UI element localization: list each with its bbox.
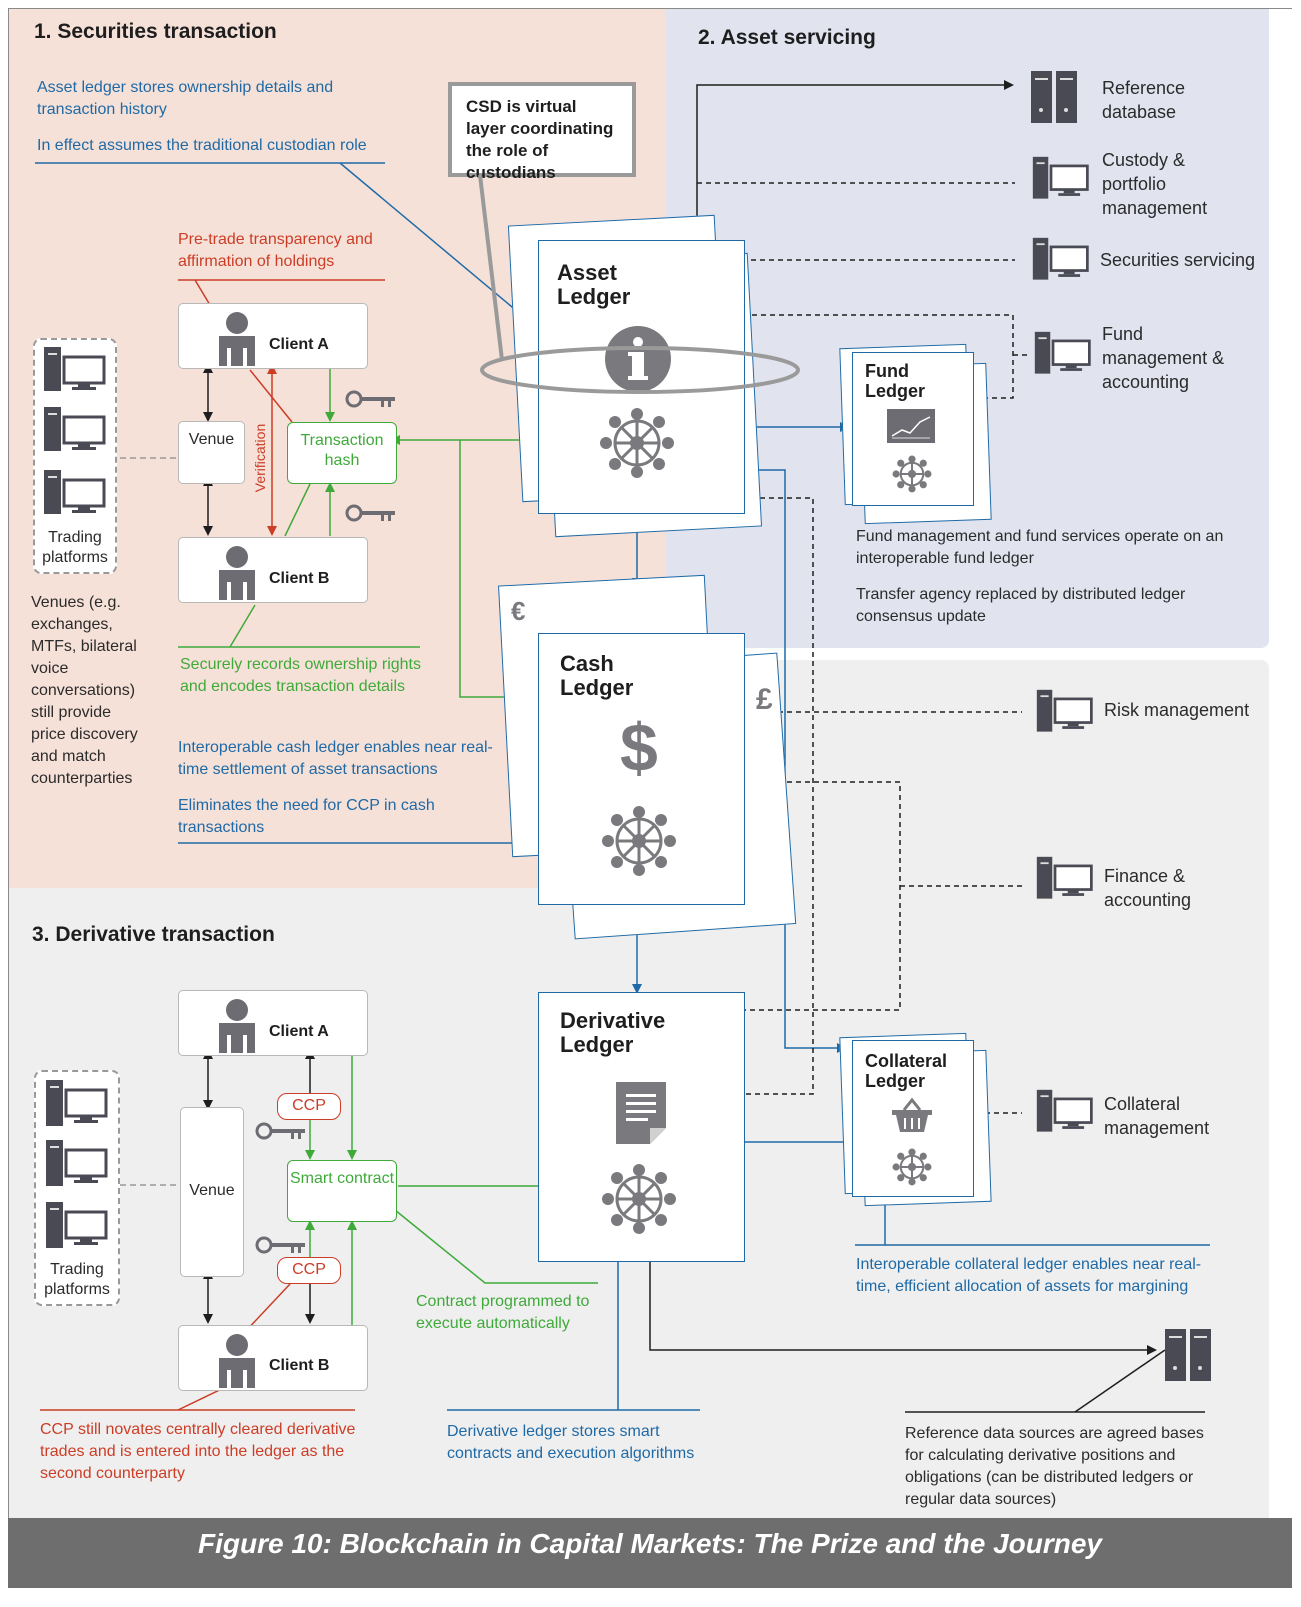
client-a-label-1: Client A: [269, 336, 329, 353]
person-icon: [219, 1334, 255, 1388]
computer-icon: [1032, 156, 1089, 199]
cash-ledger-card[interactable]: [538, 633, 745, 905]
ccp-box-top[interactable]: CCP: [277, 1093, 341, 1120]
person-icon: [219, 312, 255, 366]
server-icon: [1031, 71, 1077, 123]
note-interoperable-cash: Interoperable cash ledger enables near r…: [178, 739, 493, 778]
note-contract-programmed: Contract programmed to execute automatic…: [416, 1293, 590, 1332]
key-icon: [255, 1236, 305, 1254]
client-a-box-1[interactable]: [178, 303, 368, 369]
server-icon: [1165, 1329, 1211, 1381]
network-icon: [600, 408, 674, 478]
note-interoperable-collateral: Interoperable collateral ledger enables …: [856, 1256, 1202, 1295]
smart-contract-box[interactable]: Smart contract: [287, 1160, 397, 1222]
client-a-label-2: Client A: [269, 1023, 329, 1040]
risk-management-label: Risk management: [1104, 700, 1250, 720]
client-b-label-2: Client B: [269, 1357, 330, 1374]
collateral-management-label: Collateral management: [1104, 1094, 1210, 1138]
ccp-box-bottom[interactable]: CCP: [277, 1257, 341, 1284]
venue-label-1: Venue: [188, 431, 235, 448]
client-b-box-2[interactable]: [178, 1325, 368, 1391]
fund-management-label: Fund management & accounting: [1102, 324, 1225, 392]
network-icon: [892, 455, 932, 493]
computer-icon: [1036, 1089, 1093, 1132]
computer-icon: [46, 1202, 108, 1248]
trading-platforms-label-1: Trading platforms: [42, 529, 108, 566]
computer-icon: [1036, 856, 1093, 899]
computer-icon: [46, 1080, 108, 1126]
note-pre-trade: Pre-trade transparency and affirmation o…: [178, 231, 373, 270]
collateral-ledger-title: Collateral Ledger: [865, 1051, 948, 1091]
note-transfer-agency: Transfer agency replaced by distributed …: [856, 586, 1186, 625]
note-reference-sources: Reference data sources are agreed bases …: [905, 1425, 1204, 1508]
dollar-icon: $: [620, 710, 658, 786]
note-derivative-stores: Derivative ledger stores smart contracts…: [447, 1423, 695, 1462]
person-icon: [219, 546, 255, 600]
network-icon: [892, 1148, 932, 1186]
computer-icon: [1036, 689, 1093, 732]
csd-pointer: [478, 174, 504, 361]
document-icon: [616, 1082, 666, 1144]
note-eliminates-ccp: Eliminates the need for CCP in cash tran…: [178, 797, 435, 836]
key-icon: [255, 1122, 305, 1140]
note-securely-records: Securely records ownership rights and en…: [180, 656, 421, 695]
basket-icon: [892, 1098, 932, 1132]
network-icon: [602, 806, 676, 876]
chart-icon: [887, 409, 935, 443]
note-ccp-novates: CCP still novates centrally cleared deri…: [40, 1421, 356, 1482]
key-icon: [345, 390, 395, 408]
section-2-title: 2. Asset servicing: [698, 26, 876, 49]
section-3-title: 3. Derivative transaction: [32, 923, 275, 946]
key-icon: [345, 504, 395, 522]
computer-icon: [1034, 331, 1091, 374]
person-icon: [219, 999, 255, 1053]
client-b-box-1[interactable]: [178, 537, 368, 603]
derivative-ledger-title: Derivative Ledger: [560, 1008, 666, 1057]
info-icon: [605, 326, 671, 392]
asset-ledger-title: Asset Ledger: [557, 260, 631, 309]
cash-ledger-title: Cash Ledger: [560, 651, 634, 700]
section-1-lower-strip: [9, 888, 665, 900]
client-a-box-2[interactable]: [178, 990, 368, 1056]
venue-label-2: Venue: [189, 1182, 235, 1199]
note-asset-ledger-stores: Asset ledger stores ownership details an…: [37, 79, 334, 118]
venue-box-2[interactable]: [180, 1107, 244, 1277]
csd-ring: [480, 346, 800, 394]
note-fund-management-services: Fund management and fund services operat…: [856, 528, 1224, 567]
trading-platforms-label-2: Trading platforms: [44, 1261, 110, 1298]
euro-icon: €: [511, 596, 526, 626]
verification-label: Verification: [252, 423, 268, 493]
computer-icon: [44, 470, 106, 514]
page-frame: [8, 8, 1292, 1588]
custody-label: Custody & portfolio management: [1102, 150, 1208, 218]
note-venues: Venues (e.g. exchanges, MTFs, bilateral …: [31, 594, 138, 787]
transaction-hash-box[interactable]: Transaction hash: [287, 422, 397, 484]
securities-servicing-label: Securities servicing: [1100, 250, 1256, 270]
figure-caption-bar: [8, 1518, 1292, 1588]
network-icon: [602, 1164, 676, 1234]
pound-icon: £: [756, 683, 773, 716]
client-b-label-1: Client B: [269, 570, 330, 587]
computer-icon: [44, 407, 106, 451]
computer-icon: [1032, 237, 1089, 280]
fund-ledger-title: Fund Ledger: [865, 361, 926, 401]
finance-accounting-label: Finance & accounting: [1104, 866, 1192, 910]
csd-callout: CSD is virtual layer coordinating the ro…: [448, 82, 636, 182]
reference-database-label: Reference database: [1102, 78, 1186, 122]
computer-icon: [46, 1140, 108, 1186]
derivative-ledger-card[interactable]: [538, 992, 745, 1262]
section-1-title: 1. Securities transaction: [34, 20, 277, 43]
figure-caption: Figure 10: Blockchain in Capital Markets…: [198, 1528, 1102, 1559]
note-custodian-role: In effect assumes the traditional custod…: [37, 137, 367, 154]
computer-icon: [44, 347, 106, 391]
venue-box-1[interactable]: [178, 421, 245, 484]
